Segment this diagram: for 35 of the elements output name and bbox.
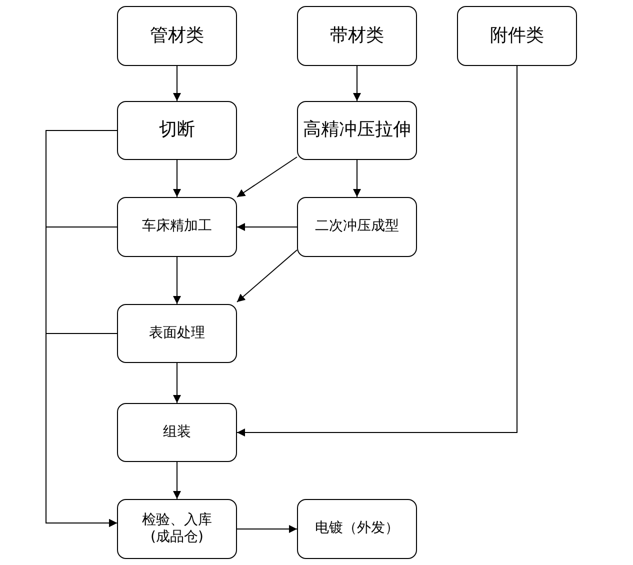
arrow	[173, 256, 181, 304]
process-box	[297, 499, 417, 559]
node-label: 带材类	[329, 24, 385, 48]
node-label: 高精冲压拉伸	[302, 119, 412, 142]
process-box	[117, 101, 237, 160]
process-box	[117, 6, 237, 66]
arrow	[173, 66, 181, 102]
node-label: 表面处理	[148, 324, 206, 342]
arrow	[173, 362, 181, 404]
arrow	[173, 160, 181, 198]
process-box	[297, 6, 417, 66]
process-box	[297, 101, 417, 160]
process-box	[297, 197, 417, 257]
node-label: 检验、入库 (成品仓)	[141, 512, 213, 546]
arrow	[236, 223, 298, 231]
node-label: 管材类	[149, 24, 205, 48]
process-box	[457, 6, 577, 66]
arrow	[173, 462, 181, 500]
arrow	[353, 160, 361, 198]
arrow	[236, 250, 298, 302]
node-label: 车床精加工	[141, 218, 213, 236]
process-box	[117, 403, 237, 462]
arrow	[46, 333, 118, 527]
process-box	[117, 304, 237, 363]
arrow	[236, 156, 298, 198]
arrow	[353, 66, 361, 102]
process-box	[117, 499, 237, 559]
node-label: 附件类	[489, 24, 545, 48]
node-label: 切断	[158, 119, 196, 142]
arrow	[236, 525, 298, 533]
node-label: 二次冲压成型	[314, 218, 400, 236]
node-label: 组装	[162, 424, 192, 442]
arrow	[236, 66, 518, 436]
process-box	[117, 197, 237, 257]
node-label: 电镀（外发）	[314, 520, 400, 538]
